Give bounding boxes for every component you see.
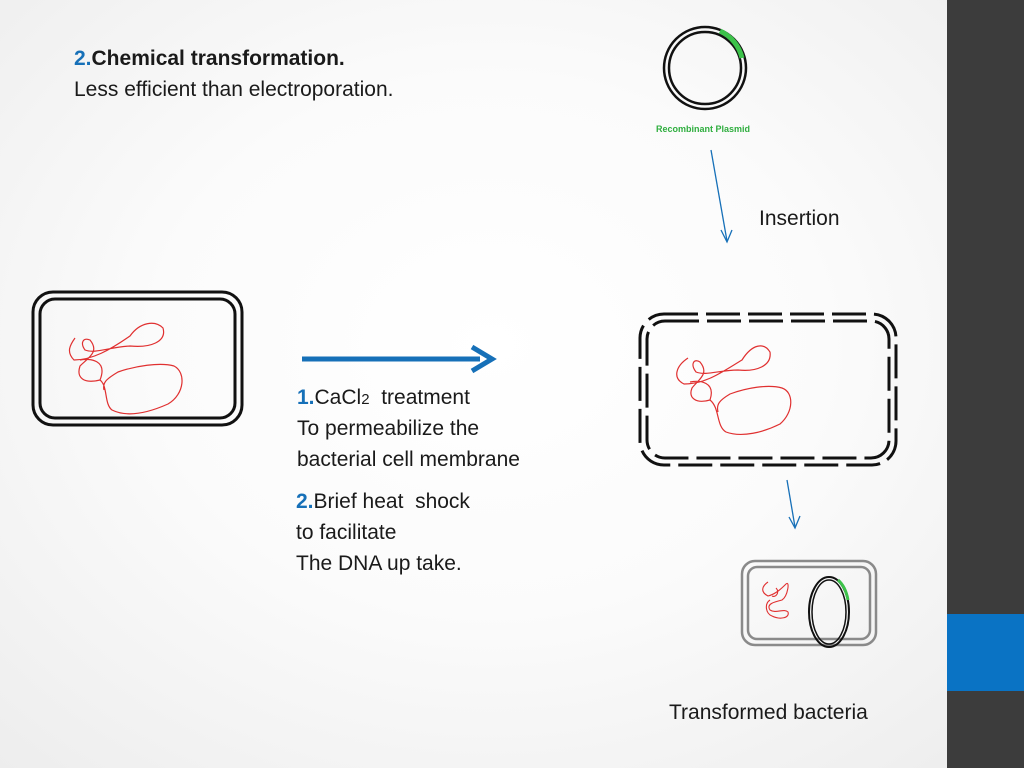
permeabilized-chromosome <box>676 345 792 436</box>
step2-line-1: to facilitate <box>296 521 397 544</box>
transformed-arrow <box>786 479 801 530</box>
step1-formula-subscript: 2 <box>361 391 370 408</box>
header-title-text: Chemical transformation. <box>91 47 345 70</box>
step1-formula-rest: treatment <box>369 386 470 409</box>
step2-number: 2. <box>296 490 314 513</box>
transformed-label: Transformed bacteria <box>669 701 868 724</box>
step2-first: Brief heat shock <box>313 490 470 513</box>
transformed-chromosome <box>762 581 789 619</box>
left-chromosome <box>68 322 183 415</box>
transformed-plasmid-insert <box>836 578 850 601</box>
permeabilized-bacterium <box>638 312 898 467</box>
step1-formula: CaCl <box>314 386 362 409</box>
insertion-label: Insertion <box>759 207 840 230</box>
sidebar-accent-block <box>947 614 1024 691</box>
process-arrow <box>302 344 497 374</box>
transformed-bacterium <box>740 559 878 648</box>
insertion-arrow <box>710 149 733 244</box>
step2-line-2: The DNA up take. <box>296 552 462 575</box>
transformed-plasmid <box>808 576 850 648</box>
step1-number: 1. <box>297 386 315 409</box>
step1-line-1: To permeabilize the <box>297 417 480 440</box>
header-subtitle: Less efficient than electroporation. <box>74 78 394 101</box>
plasmid-label: Recombinant Plasmid <box>656 124 751 134</box>
header-title: 2.Chemical transformation. <box>74 43 345 74</box>
plasmid-insert-segment <box>718 28 745 59</box>
step2-heading: 2.Brief heat shock <box>296 486 470 517</box>
header-number: 2. <box>74 47 92 70</box>
step1-heading: 1.CaCl2 treatment <box>297 382 470 415</box>
recombinant-plasmid-diagram <box>662 25 748 111</box>
step1-line-2: bacterial cell membrane <box>297 448 520 471</box>
left-bacterium <box>31 290 244 427</box>
